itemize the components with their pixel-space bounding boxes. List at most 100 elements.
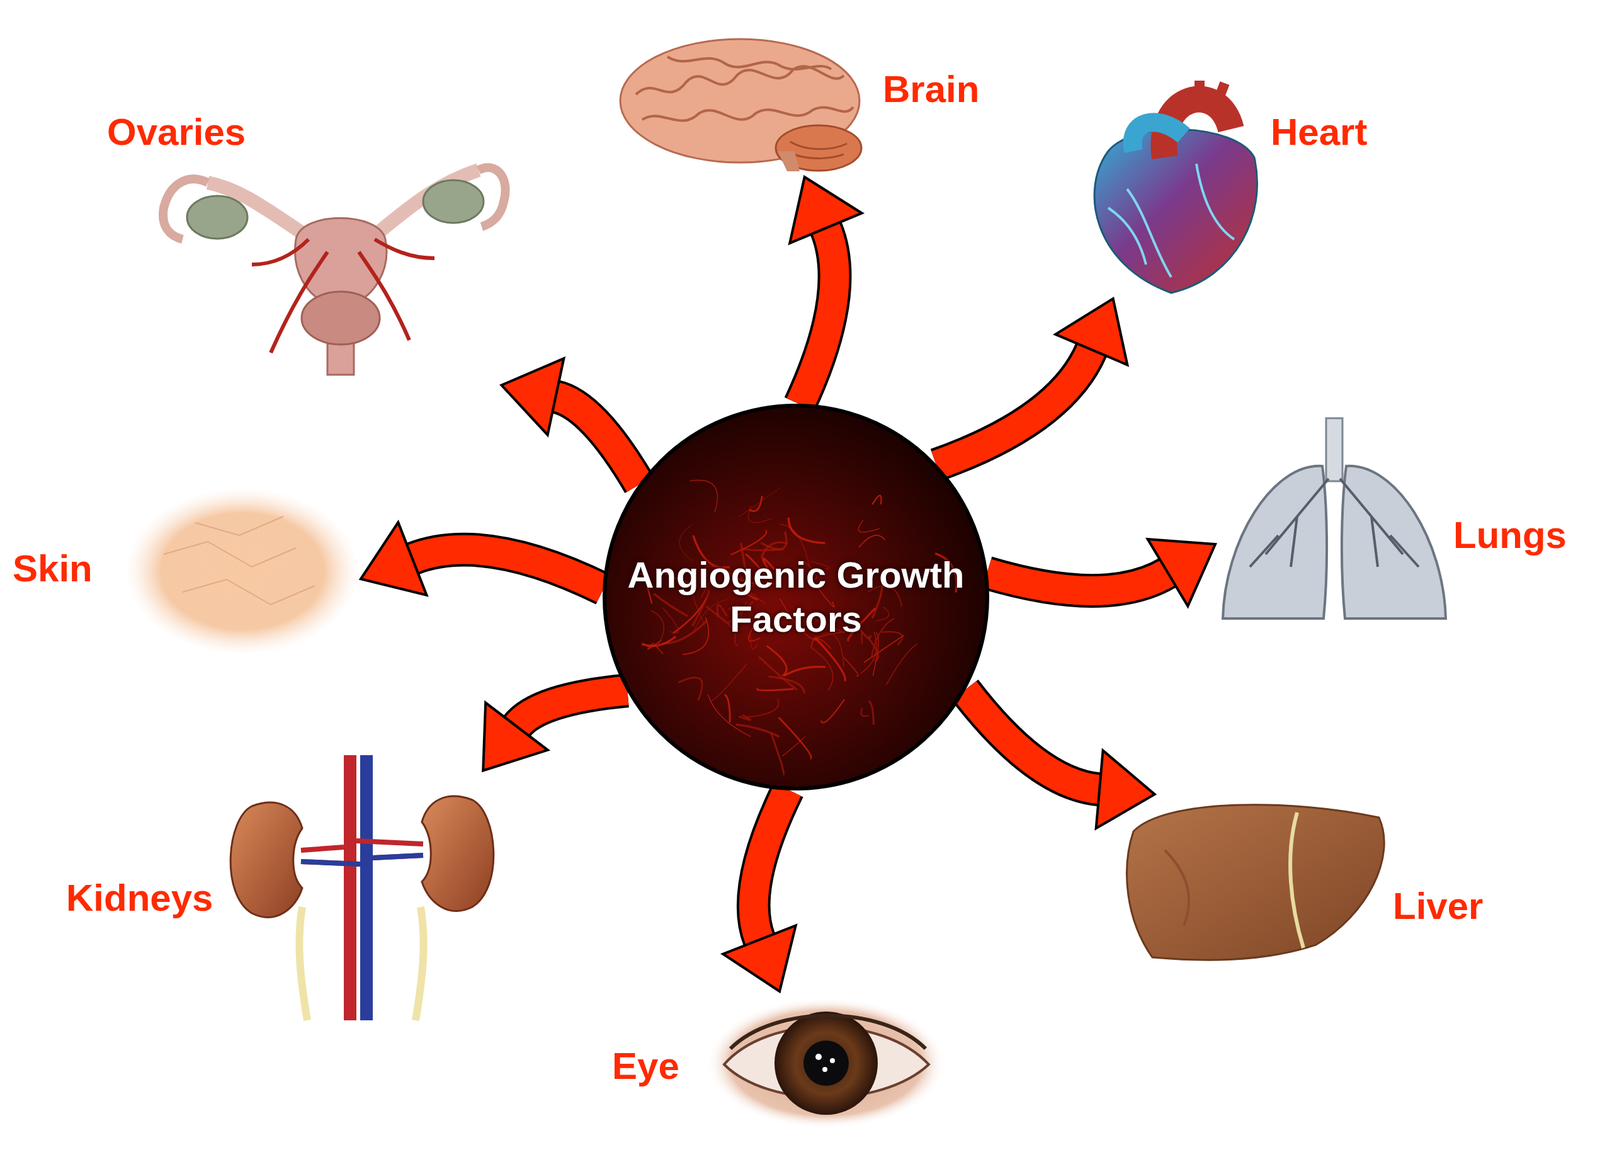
drawing-part [858,535,886,548]
curved-arrow [722,789,796,992]
drawing-part [689,479,718,512]
drawing-part [829,1057,835,1063]
drawing-part [803,1040,849,1086]
organ-label: Ovaries [107,110,246,154]
drawing-part [678,677,703,701]
drawing-part [771,732,784,774]
drawing-part [783,666,826,676]
curved-arrow [987,539,1216,606]
drawing-part [753,789,789,940]
organ-label: Kidneys [66,875,213,920]
drawing-part [774,1011,878,1115]
organ-label: Heart [1270,110,1368,154]
drawing-part [230,802,303,917]
drawing-part [748,505,772,523]
drawing-part [299,906,424,1021]
drawing-part [556,396,640,485]
drawing-part [724,694,730,723]
drawing-part [642,107,854,121]
drawing-part [749,495,762,511]
drawing-part [423,180,484,223]
curved-arrow [360,521,604,595]
drawing-part [1096,750,1155,829]
drawing-part [516,690,628,727]
lungs-illustration [1222,418,1446,619]
drawing-part [871,618,895,657]
drawing-part [1055,298,1128,365]
skin-illustration [125,487,359,655]
drawing-part [343,754,357,1021]
drawing-part [756,688,794,691]
drawing-part [815,1053,822,1060]
organ-node: Kidneys [63,754,480,1021]
drawing-part [885,643,917,686]
drawing-part [412,549,604,590]
drawing-part [987,572,1169,591]
drawing-part [875,607,890,621]
drawing-part [662,607,679,633]
hub-title: Angiogenic Growth Factors [625,552,966,641]
drawing-part [790,141,847,159]
organ-node: Skin [10,489,358,653]
drawing-part [863,634,905,663]
drawing-part [1132,122,1184,152]
drawing-part [811,637,831,649]
drawing-part [1290,812,1304,948]
drawing-part [821,698,845,723]
drawing-part [753,789,789,940]
drawing-part [777,151,800,172]
organ-node: Ovaries [104,107,511,383]
organ-node: Brain [622,40,990,174]
drawing-part [744,698,779,718]
drawing-part [964,689,1100,789]
drawing-part [1249,478,1419,567]
drawing-part [964,689,1100,789]
organ-label: Liver [1392,884,1483,928]
drawing-part [667,56,832,70]
organ-node: Heart [1081,76,1383,296]
drawing-part [799,227,835,405]
drawing-part [742,549,784,551]
drawing-part [860,707,869,716]
drawing-part [778,717,812,759]
curved-arrow [964,689,1155,829]
drawing-part [843,657,859,677]
drawing-part [739,487,781,517]
drawing-part [360,754,373,1021]
organ-node: Eye [609,994,944,1128]
organ-label: Brain [882,67,980,111]
drawing-part [516,690,628,727]
drawing-part [360,521,427,595]
drawing-part [651,610,664,648]
drawing-part [736,724,780,737]
drawing-part [707,694,751,737]
liver-illustration [1127,804,1385,961]
drawing-part [766,645,788,676]
drawing-part [421,795,494,911]
drawing-part [738,714,751,720]
curved-arrow [482,690,628,771]
drawing-part [163,516,315,605]
drawing-part [1164,850,1189,926]
drawing-part [706,606,733,630]
organ-label: Lungs [1453,513,1567,557]
drawing-part [125,487,359,655]
heart-illustration [1094,80,1257,293]
drawing-part [775,125,862,171]
drawing-part [187,195,248,239]
drawing-part [556,396,640,485]
drawing-part [799,227,835,405]
drawing-part [789,176,863,244]
drawing-part [814,637,846,681]
drawing-part [653,593,688,616]
curved-arrow [936,298,1128,465]
drawing-part [822,1066,828,1072]
drawing-part [706,997,946,1129]
kidneys-illustration [230,754,494,1021]
eye-illustration [706,997,946,1129]
drawing-part [501,358,564,435]
drawing-part [936,349,1092,465]
drawing-part [251,239,435,353]
drawing-part [710,663,748,701]
drawing-part [872,495,881,505]
